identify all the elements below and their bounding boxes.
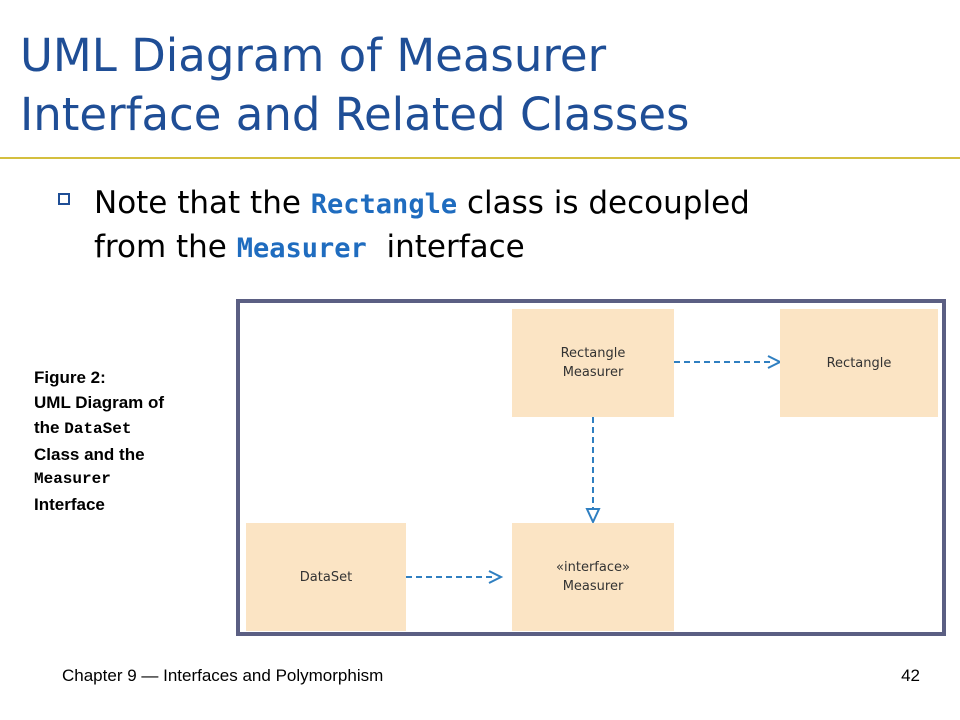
node-label: Measurer: [562, 579, 624, 594]
caption-code-measurer: Measurer: [34, 470, 111, 488]
open-arrowhead-icon: [488, 570, 504, 584]
hollow-triangle-arrowhead-icon: [585, 508, 601, 525]
code-measurer: Measurer: [236, 233, 367, 264]
node-stereotype: «interface»: [556, 560, 630, 575]
node-label: Measurer: [562, 365, 624, 380]
bullet-text-part: Note that the: [94, 185, 311, 221]
footer-chapter: Chapter 9 — Interfaces and Polymorphism: [62, 666, 384, 685]
node-label: Rectangle: [560, 346, 626, 361]
title-divider: [0, 157, 960, 159]
bullet-point: Note that the Rectangle class is decoupl…: [58, 182, 934, 270]
slide-title: UML Diagram of Measurer Interface and Re…: [20, 26, 940, 144]
caption-line: the DataSet: [34, 415, 234, 442]
caption-line: Interface: [34, 495, 105, 514]
code-rectangle: Rectangle: [310, 189, 458, 220]
bullet-text-part: class is decoupled: [457, 185, 750, 221]
footer-page-number: 42: [901, 666, 920, 685]
interface-box-measurer: «interface» Measurer: [512, 523, 674, 631]
caption-line: Figure 2:: [34, 368, 106, 387]
caption-text: the: [34, 418, 65, 437]
class-box-rectangle: Rectangle: [780, 309, 938, 417]
class-box-rectangle-measurer: Rectangle Measurer: [512, 309, 674, 417]
uml-arrows: [406, 355, 783, 584]
bullet-text: Note that the Rectangle class is decoupl…: [94, 182, 934, 270]
slide-title-line-1: UML Diagram of Measurer: [20, 29, 607, 82]
caption-line: Class and the: [34, 445, 145, 464]
uml-diagram: Rectangle Measurer Rectangle «interface»…: [236, 299, 946, 636]
bullet-text-part: interface: [366, 229, 525, 265]
class-box-dataset: DataSet: [246, 523, 406, 631]
caption-line: UML Diagram of: [34, 393, 165, 412]
bullet-square-icon: [58, 193, 70, 205]
node-label: Rectangle: [826, 355, 892, 371]
bullet-text-part: from the: [94, 229, 237, 265]
caption-code-dataset: DataSet: [64, 420, 132, 438]
figure-caption: Figure 2: UML Diagram of the DataSet Cla…: [34, 365, 234, 517]
slide-title-line-2: Interface and Related Classes: [20, 88, 690, 141]
node-label: DataSet: [299, 569, 353, 585]
